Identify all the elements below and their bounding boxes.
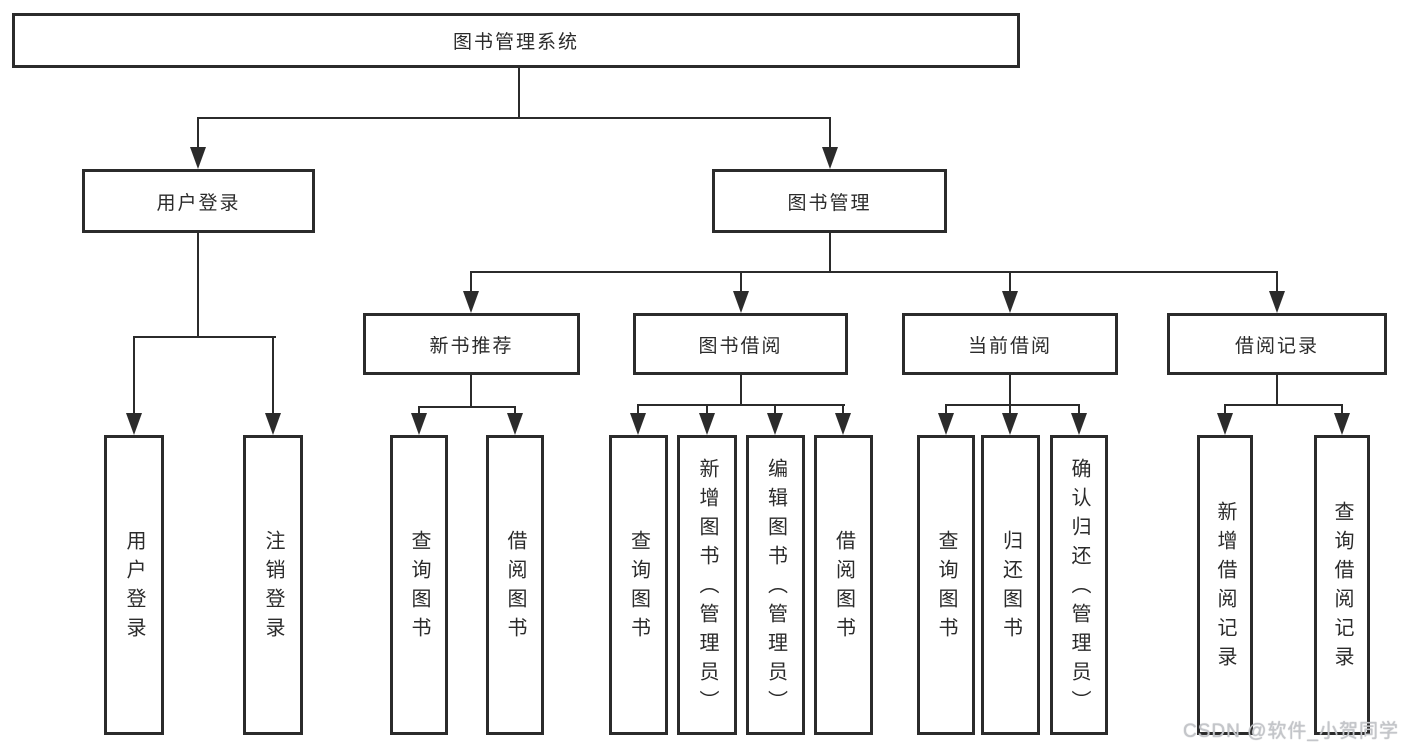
arrowhead-b4: [835, 413, 851, 435]
arrowhead-r2: [507, 413, 523, 435]
arrowhead-recommend: [463, 291, 479, 313]
leaf-add-book-admin: 新增图书（管理员）: [677, 435, 737, 735]
arrowhead-c1: [938, 413, 954, 435]
arrowhead-borrow: [733, 291, 749, 313]
connector-records-stem: [1276, 375, 1278, 406]
leaf-borrow-books-recommend: 借阅图书: [486, 435, 544, 735]
connector-drop-current: [1009, 271, 1011, 293]
connector-drop-leaf-login: [133, 336, 135, 415]
arrowhead-bookmgmt: [822, 147, 838, 169]
connector-drop-c3: [1078, 404, 1080, 415]
connector-drop-borrow: [740, 271, 742, 293]
connector-drop-r1: [418, 406, 420, 416]
connector-drop-r2: [514, 406, 516, 416]
arrowhead-current: [1002, 291, 1018, 313]
leaf-query-books-borrow: 查询图书: [609, 435, 668, 735]
node-borrow-records: 借阅记录: [1167, 313, 1387, 375]
leaf-user-login: 用户登录: [104, 435, 164, 735]
connector-drop-c1: [945, 404, 947, 415]
leaf-add-borrow-record: 新增借阅记录: [1197, 435, 1253, 735]
leaf-query-books-recommend: 查询图书: [390, 435, 448, 735]
connector-borrow-stem: [740, 375, 742, 406]
leaf-edit-book-admin: 编辑图书（管理员）: [746, 435, 805, 735]
connector-drop-b4: [842, 404, 844, 415]
arrowhead-records: [1269, 291, 1285, 313]
arrowhead-b3: [767, 413, 783, 435]
connector-bookmgmt-stem: [829, 233, 831, 271]
arrowhead-leaf-logout: [265, 413, 281, 435]
connector-drop-userlogin: [197, 117, 199, 149]
leaf-return-book: 归还图书: [981, 435, 1040, 735]
connector-drop-rec1: [1224, 404, 1226, 415]
arrowhead-rec1: [1217, 413, 1233, 435]
connector-root-stem: [518, 68, 520, 118]
node-user-login: 用户登录: [82, 169, 315, 233]
connector-current-rail: [945, 404, 1080, 406]
connector-borrow-rail: [637, 404, 845, 406]
node-new-book-recommend: 新书推荐: [363, 313, 580, 375]
arrowhead-b2: [699, 413, 715, 435]
leaf-query-books-current: 查询图书: [917, 435, 975, 735]
arrowhead-c3: [1071, 413, 1087, 435]
arrowhead-rec2: [1334, 413, 1350, 435]
connector-drop-rec2: [1341, 404, 1343, 415]
connector-current-stem: [1009, 375, 1011, 406]
connector-drop-c2: [1009, 404, 1011, 415]
arrowhead-userlogin: [190, 147, 206, 169]
connector-drop-b1: [637, 404, 639, 415]
connector-recommend-rail: [418, 406, 516, 408]
connector-drop-b3: [774, 404, 776, 415]
connector-recommend-stem: [470, 375, 472, 408]
arrowhead-r1: [411, 413, 427, 435]
csdn-watermark: CSDN @软件_小贺同学: [1183, 721, 1399, 742]
leaf-borrow-books-borrow: 借阅图书: [814, 435, 873, 735]
connector-records-rail: [1224, 404, 1343, 406]
connector-bookmgmt-rail: [470, 271, 1278, 273]
leaf-query-borrow-record: 查询借阅记录: [1314, 435, 1370, 735]
connector-drop-records: [1276, 271, 1278, 293]
node-book-management: 图书管理: [712, 169, 947, 233]
arrowhead-c2: [1002, 413, 1018, 435]
connector-drop-bookmgmt: [829, 117, 831, 149]
connector-userlogin-rail: [133, 336, 276, 338]
connector-drop-recommend: [470, 271, 472, 293]
node-book-borrow: 图书借阅: [633, 313, 848, 375]
leaf-confirm-return-admin: 确认归还（管理员）: [1050, 435, 1108, 735]
connector-root-rail: [197, 117, 831, 119]
arrowhead-b1: [630, 413, 646, 435]
connector-drop-b2: [706, 404, 708, 415]
arrowhead-leaf-login: [126, 413, 142, 435]
node-current-borrow: 当前借阅: [902, 313, 1118, 375]
connector-drop-leaf-logout: [272, 336, 274, 415]
leaf-logout: 注销登录: [243, 435, 303, 735]
connector-userlogin-stem: [197, 233, 199, 337]
node-library-system: 图书管理系统: [12, 13, 1020, 68]
